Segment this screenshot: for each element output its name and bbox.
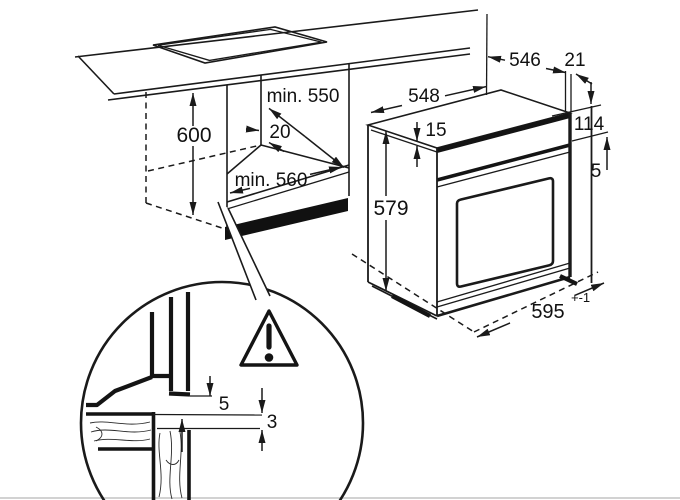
oven-foot-left	[391, 294, 431, 318]
dim-bottom-width-tolerance-label: +-1	[571, 290, 590, 305]
oven-foot-right	[559, 274, 578, 286]
dim-oven-width-label: 548	[408, 86, 440, 107]
dim-cabinet-height-label: 600	[176, 124, 211, 147]
detail-circle	[79, 280, 365, 500]
dim-panel-step-label: 3	[267, 412, 278, 433]
dim-rear-offset-label: 21	[564, 50, 585, 71]
control-panel-bottom-edge	[436, 143, 571, 182]
oven-dimensions: 548 546 21 15 114 5 579 595 +-1	[370, 13, 611, 338]
oven-drawing	[351, 89, 599, 333]
dim-oven-depth-label: 546	[509, 50, 541, 71]
dim-rear-gap-label: 20	[269, 122, 290, 143]
hidden-edge-floor	[147, 144, 262, 172]
dim-oven-height-label: 579	[373, 197, 408, 220]
dim-top-edge-label: 15	[425, 120, 446, 141]
dim-panel-height-label: 114	[574, 114, 605, 135]
oven-top-front-edge	[436, 113, 571, 153]
hob-cutout-inner	[157, 28, 322, 62]
wood-grain-board	[89, 421, 152, 442]
detail-callout	[217, 201, 271, 301]
cabinet-dimensions: 600 min. 550 20 min. 560	[176, 86, 345, 215]
exclamation-triangle-icon	[239, 309, 299, 367]
dim-niche-top-depth-label: min. 550	[267, 86, 340, 107]
plinth-shadow-band	[225, 198, 348, 240]
countertop-drawing	[74, 9, 479, 101]
dim-panel-gap-label: 5	[591, 161, 602, 182]
dim-niche-bottom-depth-label: min. 560	[235, 170, 308, 191]
hidden-edge-bottom	[145, 202, 229, 231]
wood-grain-post	[158, 430, 183, 500]
detail-section-drawing: 5 3	[86, 292, 299, 500]
dim-bottom-width-label: 595	[531, 301, 564, 323]
hob-cutout-outer	[152, 26, 328, 64]
oven-door-window	[455, 176, 555, 288]
dim-front-gap-label: 5	[219, 394, 230, 415]
